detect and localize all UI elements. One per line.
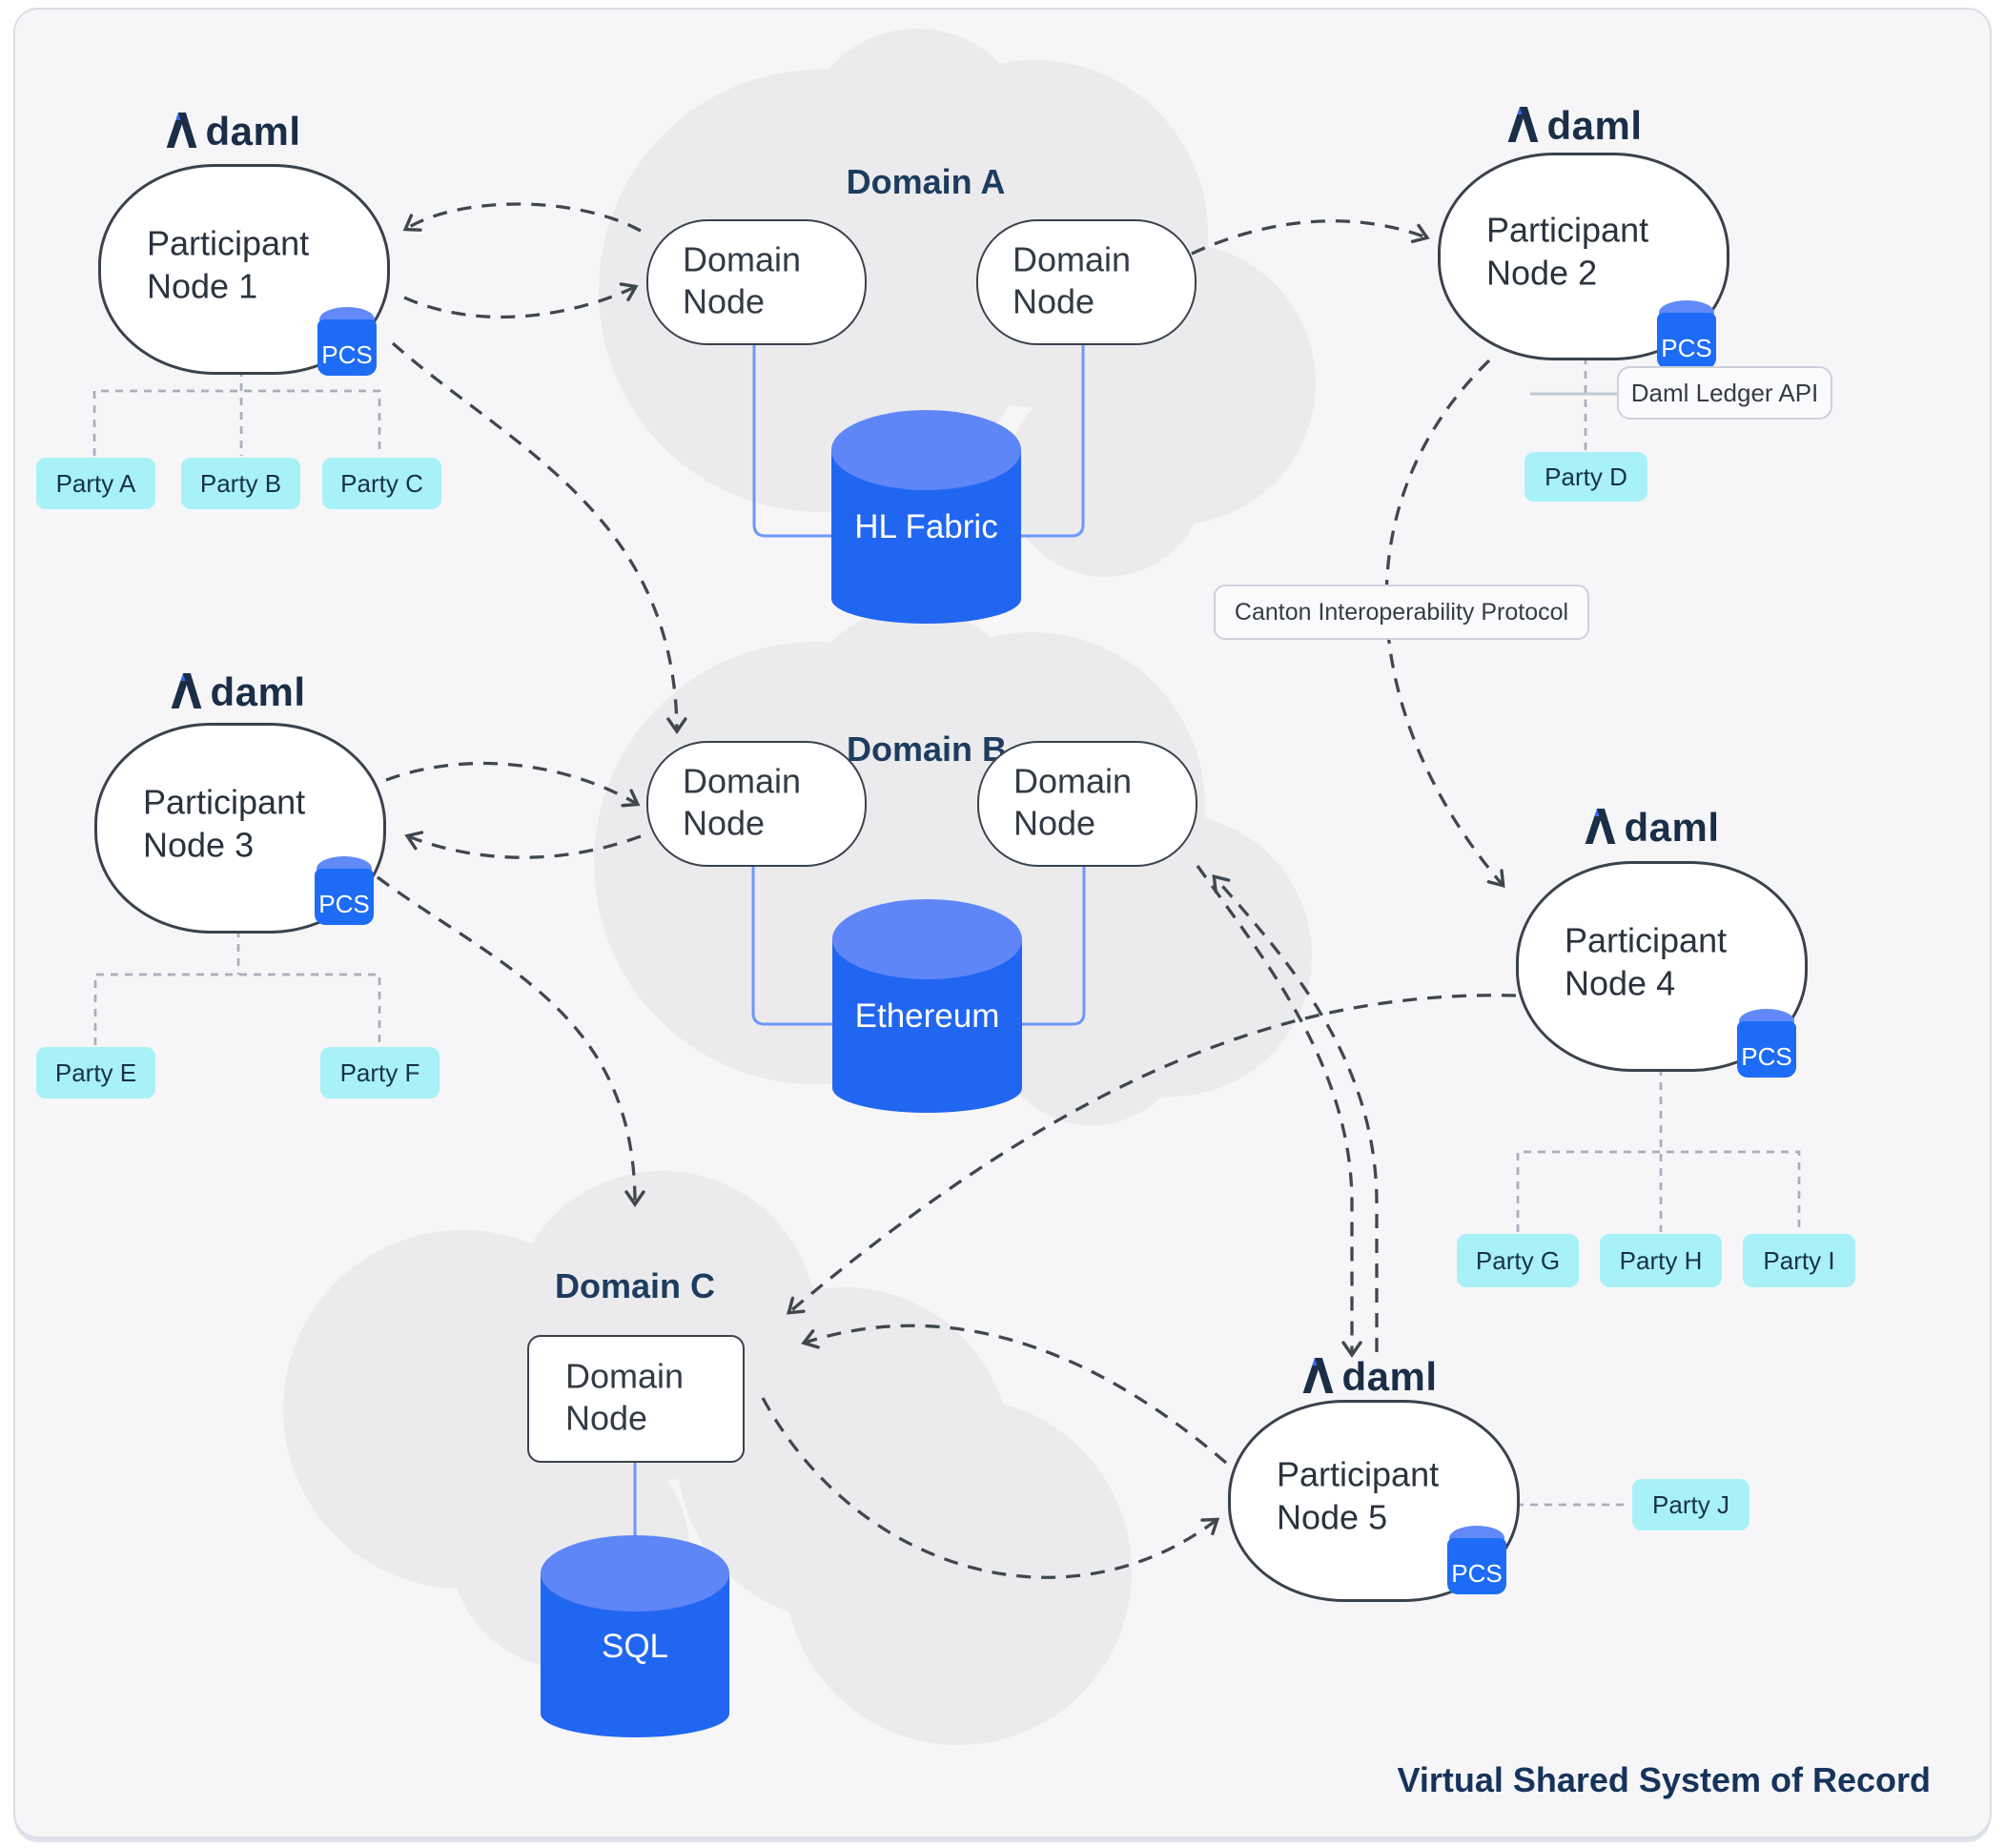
daml-ledger-api-label: Daml Ledger API [1617,366,1832,420]
ledger-cylinder-ethereum: Ethereum [832,899,1022,1113]
domain-node-label: Domain Node [683,239,802,321]
pcs-label: PCS [321,340,373,369]
daml-logo: daml [171,668,306,714]
domain-a-title: Domain A [846,162,1006,201]
domain-a-node-left: Domain Node [646,219,867,345]
daml-lambda-icon [166,113,197,148]
pcs-label: PCS [318,890,370,918]
domain-b-title: Domain B [846,729,1008,769]
party-box: Party A [36,458,155,509]
cylinder-top-icon [541,1535,729,1612]
domain-a-node-right: Domain Node [976,219,1197,345]
ledger-label: HL Fabric [854,508,998,546]
domain-b-node-right: Domain Node [977,741,1197,867]
participant-node-4-label: Participant Node 4 [1565,920,1728,1003]
footer-caption: Virtual Shared System of Record [1397,1760,1931,1799]
party-box: Party B [181,458,300,509]
daml-logo: daml [1302,1353,1438,1399]
participant-node-3: Participant Node 3 [94,723,386,934]
party-box: Party E [36,1047,155,1099]
daml-wordmark: daml [1546,102,1643,148]
daml-lambda-icon [1302,1358,1334,1393]
domain-b-node-left: Domain Node [646,741,867,867]
daml-lambda-icon [171,673,202,708]
pcs-label: PCS [1661,334,1712,362]
daml-wordmark: daml [210,668,306,714]
domain-node-label: Domain Node [683,761,802,843]
ledger-cylinder-sql: SQL [541,1535,729,1737]
daml-logo: daml [1507,102,1643,148]
ledger-label: SQL [601,1627,669,1665]
domain-node-label: Domain Node [1013,239,1132,321]
party-box: Party I [1743,1234,1855,1287]
pcs-badge: PCS [1737,1009,1796,1078]
party-box: Party D [1524,452,1647,502]
canton-interoperability-protocol-label: Canton Interoperability Protocol [1214,585,1589,640]
daml-logo: daml [1585,804,1720,850]
cylinder-top-icon [831,410,1021,490]
pcs-label: PCS [1451,1559,1503,1588]
party-box: Party J [1632,1479,1749,1530]
domain-node-label: Domain Node [565,1356,685,1438]
daml-wordmark: daml [1624,804,1720,850]
participant-node-3-label: Participant Node 3 [143,782,306,865]
domain-c-node: Domain Node [527,1335,745,1463]
pcs-badge: PCS [1447,1526,1506,1594]
pcs-badge: PCS [317,307,377,376]
domain-node-label: Domain Node [1013,761,1133,843]
pcs-badge: PCS [315,856,374,925]
party-box: Party C [322,458,441,509]
participant-node-2-label: Participant Node 2 [1486,210,1649,293]
daml-logo: daml [166,108,301,154]
ledger-label: Ethereum [854,997,1000,1036]
party-box: Party F [320,1047,440,1099]
daml-lambda-icon [1585,809,1616,844]
daml-wordmark: daml [205,108,301,154]
party-box: Party G [1457,1234,1579,1287]
domain-c-title: Domain C [554,1266,716,1305]
pcs-badge: PCS [1657,300,1716,369]
participant-node-1-label: Participant Node 1 [147,223,310,306]
daml-lambda-icon [1507,107,1539,142]
ledger-cylinder-hl-fabric: HL Fabric [831,410,1021,624]
party-box: Party H [1600,1234,1722,1287]
cylinder-top-icon [832,899,1022,979]
daml-wordmark: daml [1341,1353,1438,1399]
participant-node-5-label: Participant Node 5 [1277,1454,1440,1537]
pcs-label: PCS [1741,1042,1792,1071]
